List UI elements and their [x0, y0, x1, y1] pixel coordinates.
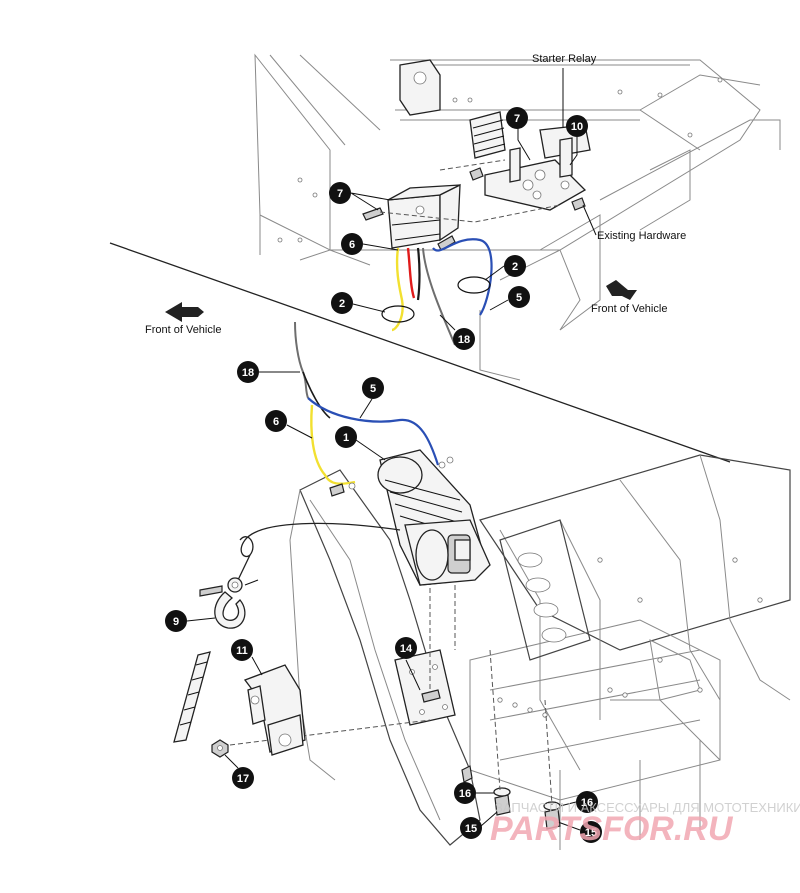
callout-2-right [504, 255, 526, 277]
callout-5-upper-text: 5 [516, 292, 522, 304]
callout-11-text: 11 [236, 645, 248, 657]
callout-9-text: 9 [173, 616, 179, 628]
callout-16-right [576, 791, 598, 813]
callout-5-lower [362, 377, 384, 399]
callout-15-right-text: 15 [585, 827, 597, 839]
upper-red-wire [406, 247, 416, 299]
starter-relay-label: Starter Relay [532, 53, 597, 65]
contactor-bracket [484, 137, 587, 211]
callout-1-text: 1 [343, 432, 349, 444]
callout-7-lower [329, 182, 351, 204]
callout-18-lower-text: 18 [242, 367, 254, 379]
front-of-vehicle-left: Front of Vehicle [145, 302, 221, 336]
lower-black-wire [302, 371, 331, 419]
winch-rope [239, 522, 401, 558]
callout-6-upper [341, 233, 363, 255]
callout-6-upper-text: 6 [349, 239, 355, 251]
watermark: ЗАПЧАСТИ И АКСЕССУАРЫ ДЛЯ МОТОТЕХНИКИ PA… [490, 800, 800, 848]
view-divider [109, 242, 731, 463]
winch-contactor [362, 183, 461, 251]
callout-7-upper-text: 7 [514, 113, 520, 125]
callout-2-left-text: 2 [339, 298, 345, 310]
upper-gray-wire [422, 247, 456, 346]
upper-frame-view [254, 53, 781, 381]
lower-gray-wire [294, 321, 309, 399]
callout-16-right-text: 16 [581, 797, 593, 809]
callout-5-lower-text: 5 [370, 383, 376, 395]
cable-tie-lower [381, 305, 415, 323]
arrow-right-icon [606, 280, 637, 300]
callout-15-right [580, 821, 602, 843]
callout-18-lower [237, 361, 259, 383]
callout-7-upper [506, 107, 528, 129]
hook-strap [173, 651, 211, 743]
callout-16-left [454, 782, 476, 804]
callout-11 [231, 639, 253, 661]
lower-frame-view [173, 321, 791, 850]
callout-14-text: 14 [400, 643, 413, 655]
arrow-left-icon [165, 302, 204, 322]
callout-6-lower [265, 410, 287, 432]
existing-hardware-label: Existing Hardware [597, 230, 686, 242]
watermark-logo: PARTSFOR.RU [490, 810, 734, 848]
lower-blue-wire [307, 397, 440, 466]
front-of-vehicle-left-label: Front of Vehicle [145, 324, 221, 336]
callout-15-left-text: 15 [465, 823, 477, 835]
callout-2-right-text: 2 [512, 261, 518, 273]
callout-10-text: 10 [571, 121, 583, 133]
upper-yellow-wire [391, 247, 404, 332]
callout-16-left-text: 16 [459, 788, 471, 800]
winch-hook [199, 577, 259, 629]
callout-18-upper-text: 18 [458, 334, 470, 346]
callout-17 [232, 767, 254, 789]
callout-15-left [460, 817, 482, 839]
callout-7-lower-text: 7 [337, 188, 343, 200]
watermark-tagline: ЗАПЧАСТИ И АКСЕССУАРЫ ДЛЯ МОТОТЕХНИКИ [495, 800, 800, 815]
upper-blue-wire [432, 238, 493, 316]
callout-9 [165, 610, 187, 632]
winch-assembly [377, 449, 491, 586]
callout-2-left [331, 292, 353, 314]
cable-tie-upper [457, 276, 491, 294]
front-of-vehicle-right: Front of Vehicle [591, 280, 667, 315]
callout-5-upper [508, 286, 530, 308]
upper-black-wire [416, 247, 421, 301]
callout-6-lower-text: 6 [273, 416, 279, 428]
callouts: 7 10 7 6 2 5 2 18 18 5 6 1 [165, 107, 602, 843]
callout-17-text: 17 [237, 773, 249, 785]
callout-1 [335, 426, 357, 448]
callout-10 [566, 115, 588, 137]
front-of-vehicle-right-label: Front of Vehicle [591, 303, 667, 315]
callout-18-upper [453, 328, 475, 350]
fairlead-bracket [243, 664, 306, 756]
callout-14 [395, 637, 417, 659]
